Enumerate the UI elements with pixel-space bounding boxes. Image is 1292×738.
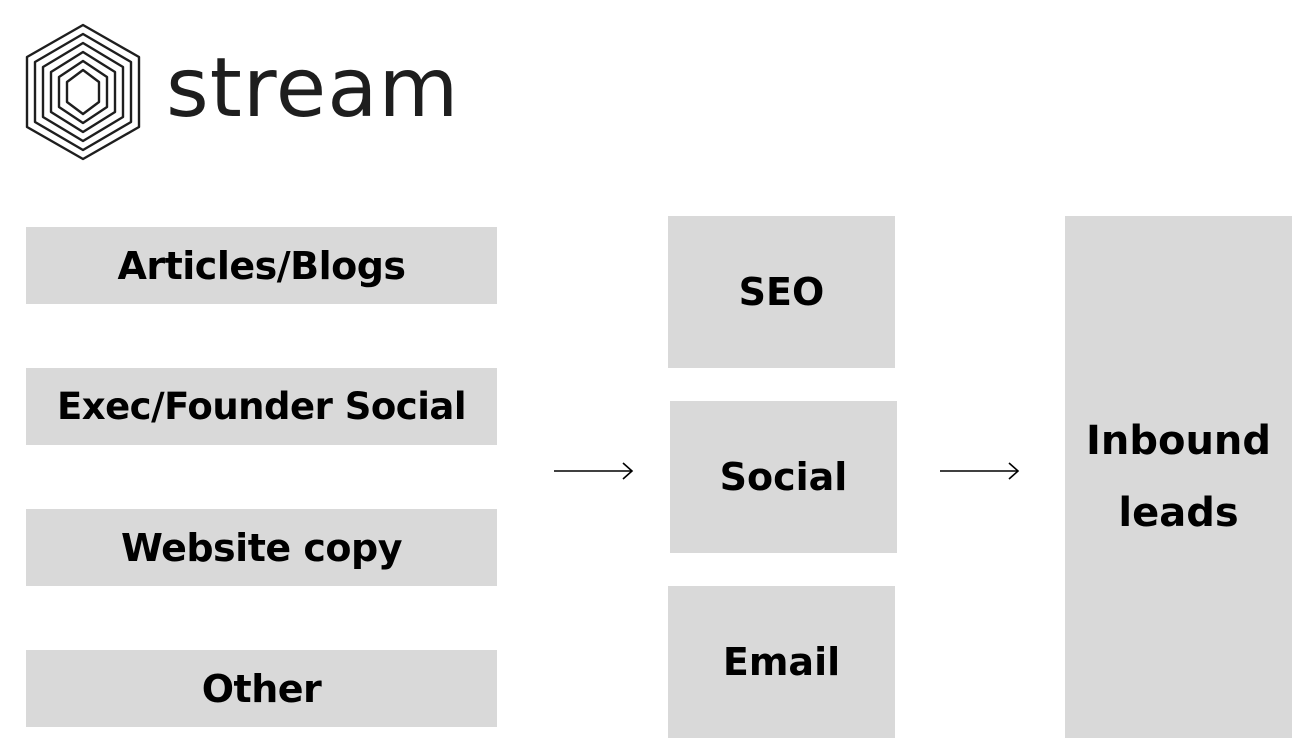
right-arrow-icon xyxy=(940,462,1020,480)
channel-box-email: Email xyxy=(668,586,895,738)
brand-logo: stream xyxy=(22,22,459,162)
channel-label: SEO xyxy=(738,270,825,314)
outcome-box-inbound-leads: Inbound leads xyxy=(1065,216,1292,738)
source-box-website-copy: Website copy xyxy=(26,509,497,586)
source-box-exec-founder-social: Exec/Founder Social xyxy=(26,368,497,445)
source-label: Website copy xyxy=(121,525,402,570)
channel-label: Social xyxy=(719,455,848,499)
right-arrow-icon xyxy=(554,462,634,480)
channel-label: Email xyxy=(722,640,841,684)
source-box-articles-blogs: Articles/Blogs xyxy=(26,227,497,304)
outcome-label: Inbound leads xyxy=(1085,418,1272,536)
source-label: Other xyxy=(201,666,322,711)
source-label: Exec/Founder Social xyxy=(56,385,467,428)
layered-hexagon-logo-icon xyxy=(25,23,141,161)
brand-name: stream xyxy=(166,41,460,136)
source-label: Articles/Blogs xyxy=(117,243,406,288)
source-box-other: Other xyxy=(26,650,497,727)
channel-box-social: Social xyxy=(670,401,897,553)
channel-box-seo: SEO xyxy=(668,216,895,368)
